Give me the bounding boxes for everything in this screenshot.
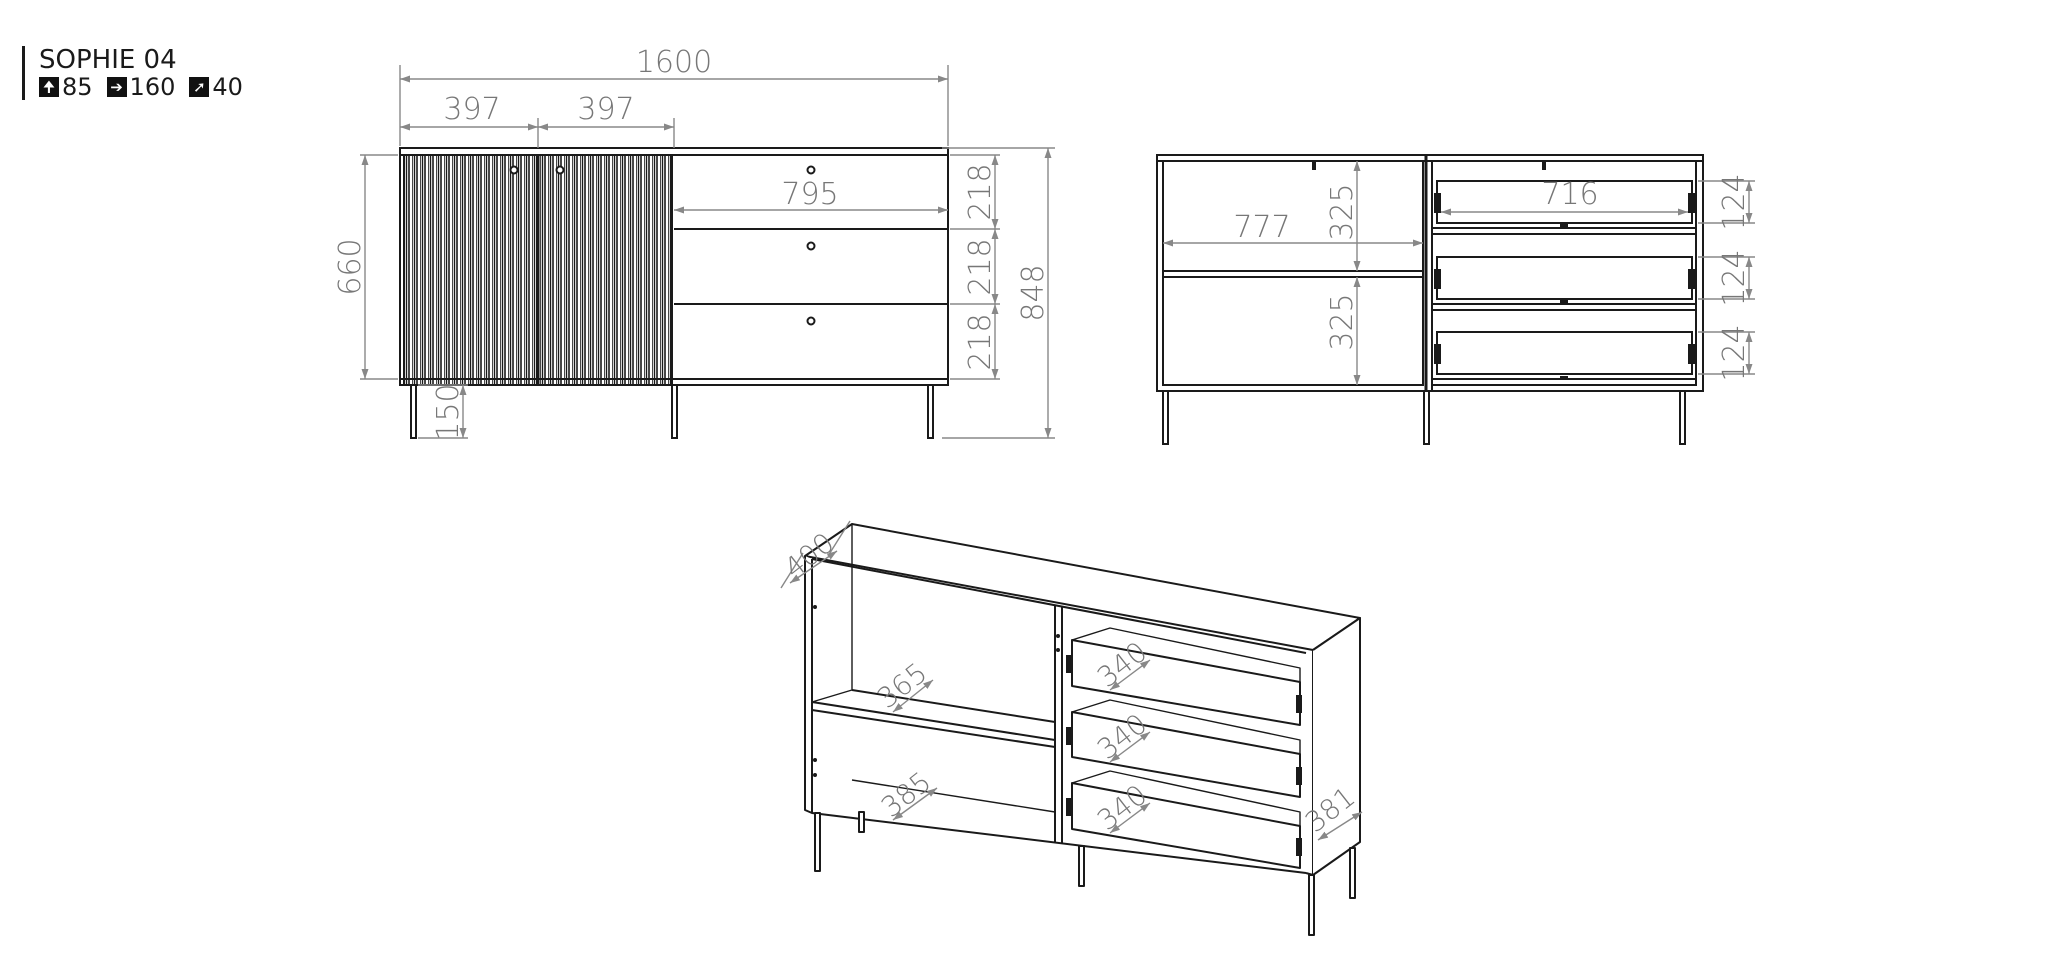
iso-leg-3 (1308, 874, 1315, 936)
front-dimension-labels: 1600 397 397 795 218 218 218 848 660 150 (333, 45, 1051, 441)
label-drawer-h2: 124 (1717, 249, 1752, 306)
right-fluted-door (537, 154, 673, 386)
label-depth: 400 (778, 526, 840, 585)
front-leg-3 (927, 384, 934, 439)
iso-leg-4 (1349, 847, 1356, 899)
label-width-total: 1600 (636, 45, 712, 80)
open-leg-2 (1423, 390, 1430, 445)
label-drawer-depth-2: 340 (1091, 707, 1153, 766)
label-drawer-h1: 124 (1717, 173, 1752, 230)
width-arrow-icon: ➔ (106, 77, 127, 97)
height-arrow-icon: 🠉 (39, 77, 59, 97)
product-specs: 🠉85 ➔160 ➚40 (39, 74, 243, 100)
left-fluted-door (403, 154, 538, 386)
iso-dimensions (780, 520, 1363, 841)
dim-shelf-depth-lower (892, 787, 938, 821)
left-compartment (1162, 160, 1424, 386)
spec-height-value: 85 (62, 73, 93, 101)
label-total-height: 848 (1016, 264, 1051, 321)
spec-width: ➔160 (106, 73, 176, 101)
iso-leg-1 (814, 812, 821, 872)
label-shelf-depth-lower: 385 (875, 765, 937, 824)
drawer-knob-3 (806, 316, 816, 326)
iso-view (804, 523, 1361, 936)
dim-depth (789, 550, 838, 584)
label-shelf-depth-upper: 365 (871, 656, 933, 715)
open-carcass (1156, 154, 1704, 392)
dim-drawer-depth-3 (1109, 802, 1151, 834)
iso-right-side (1312, 617, 1361, 876)
iso-leg-2 (1078, 845, 1085, 887)
label-drawer-depth-1: 340 (1091, 635, 1153, 694)
label-drawer-2: 218 (963, 238, 998, 295)
depth-arrow-icon: ➚ (189, 77, 210, 97)
drawer-knob-2 (806, 241, 816, 251)
open-dimensions (1163, 161, 1755, 385)
label-drawer-1: 218 (963, 163, 998, 220)
label-leg-height: 150 (431, 383, 466, 440)
spec-depth: ➚40 (189, 74, 243, 100)
label-drawer-width: 795 (781, 177, 838, 212)
spec-width-value: 160 (129, 73, 176, 101)
product-name: SOPHIE 04 (39, 45, 177, 75)
label-shelf-lower: 325 (1325, 293, 1360, 350)
spec-depth-value: 40 (212, 73, 243, 101)
iso-partition (1054, 605, 1063, 843)
dim-drawer-depth-2 (1109, 731, 1151, 763)
iso-shelf (811, 689, 1056, 748)
front-top-panel (399, 147, 949, 156)
label-door-left: 397 (443, 92, 500, 127)
label-door-right: 397 (577, 92, 634, 127)
front-leg-2 (671, 384, 678, 439)
iso-top (804, 523, 1361, 651)
open-leg-1 (1162, 390, 1169, 445)
spec-height: 🠉85 (39, 74, 93, 100)
label-drawer-h3: 124 (1717, 324, 1752, 381)
front-leg-1 (410, 384, 417, 439)
front-dimensions (360, 65, 1055, 439)
dim-shelf-depth-upper (892, 679, 934, 713)
front-view (399, 147, 949, 439)
label-drawer-inner-width: 716 (1541, 177, 1598, 212)
dim-side-depth (1317, 811, 1363, 841)
label-drawer-3: 218 (963, 313, 998, 370)
dim-drawer-depth-1 (1109, 659, 1151, 691)
drawer-knob-1 (806, 165, 816, 175)
label-inner-width: 777 (1233, 210, 1290, 245)
iso-leg-back (858, 811, 865, 833)
open-dimension-labels: 777 325 325 716 124 124 124 (1233, 173, 1752, 381)
label-body-height: 660 (333, 238, 368, 295)
door-knob-right (555, 165, 565, 175)
title-block: SOPHIE 04 🠉85 ➔160 ➚40 (22, 46, 243, 100)
open-view (1156, 154, 1704, 445)
label-shelf-upper: 325 (1325, 183, 1360, 240)
door-knob-left (509, 165, 519, 175)
label-drawer-depth-3: 340 (1091, 778, 1153, 837)
open-leg-3 (1679, 390, 1686, 445)
